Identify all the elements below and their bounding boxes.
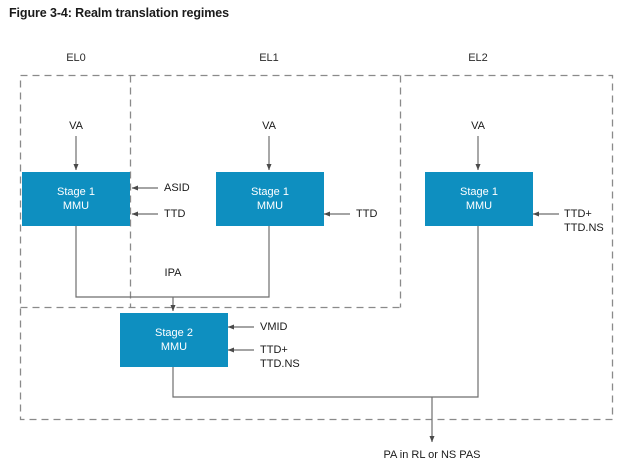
stage2-mmu-line2: MMU [160,341,188,353]
label-ipa: IPA [164,267,182,279]
label-ttd-el0: TTD [164,208,186,220]
stage1-mmu-el1-line1: Stage 1 [251,186,289,198]
column-label-el2: EL2 [468,52,488,64]
label-output-pa: PA in RL or NS PAS [383,449,481,461]
pa-path-el2 [432,226,479,398]
stage2-mmu-box[interactable]: Stage 2 MMU [120,313,228,367]
figure-title: Figure 3-4: Realm translation regimes [9,6,229,20]
label-va-el0: VA [69,120,83,132]
label-ttd-el2-line1: TTD+ [564,208,592,220]
column-label-el1: EL1 [259,52,279,64]
label-va-el2: VA [471,120,485,132]
label-va-el1: VA [262,120,276,132]
ipa-path-el0 [75,226,173,298]
stage1-mmu-el0-line2: MMU [62,200,90,212]
ipa-path-el1 [173,226,270,298]
stage1-mmu-el1-box[interactable]: Stage 1 MMU [216,172,324,226]
label-ttd-el2: TTD+ TTD.NS [564,208,604,235]
stage2-mmu-line1: Stage 2 [155,327,193,339]
column-label-el0: EL0 [66,52,86,64]
label-ttd-stage2: TTD+ TTD.NS [260,344,300,371]
stage1-mmu-el0-box[interactable]: Stage 1 MMU [22,172,130,226]
label-ttd-stage2-line2: TTD.NS [260,357,300,370]
outer-dashed-region [19,74,614,421]
dashed-regions [19,74,614,421]
connectors [73,136,559,443]
label-vmid: VMID [260,321,288,333]
label-ttd-el1: TTD [356,208,378,220]
label-ttd-stage2-line1: TTD+ [260,344,288,356]
label-asid-el0: ASID [164,182,190,194]
stage1-mmu-el1-line2: MMU [256,200,284,212]
stage1-mmu-el2-line1: Stage 1 [460,186,498,198]
label-ttd-el2-line2: TTD.NS [564,221,604,234]
stage1-mmu-el0-line1: Stage 1 [57,186,95,198]
stage1-mmu-el2-box[interactable]: Stage 1 MMU [425,172,533,226]
pa-path-stage2 [172,367,432,398]
stage1-mmu-el2-line2: MMU [465,200,493,212]
